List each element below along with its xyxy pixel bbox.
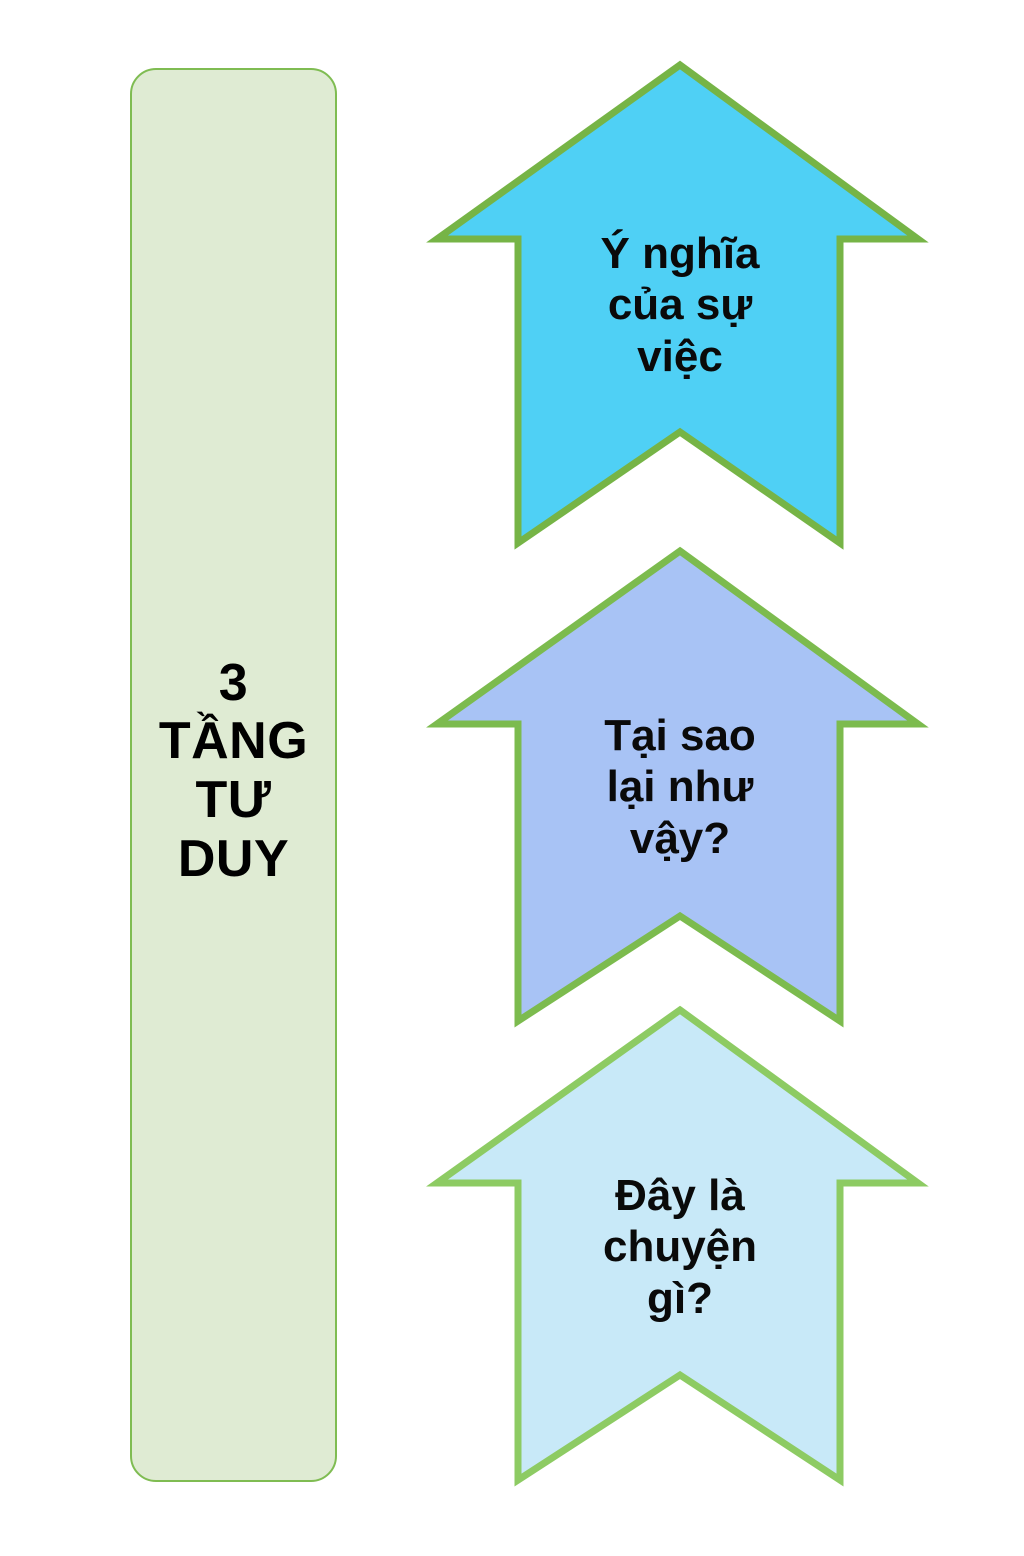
thinking-levels-title-text: 3 TẦNG TƯ DUY bbox=[158, 653, 309, 888]
arrow-label-top: Ý nghĩa của sự việc bbox=[500, 190, 860, 420]
arrow-label-bottom: Đây là chuyện gì? bbox=[500, 1132, 860, 1362]
arrow-label-middle: Tại sao lại như vậy? bbox=[500, 672, 860, 902]
arrow-label-middle-text: Tại sao lại như vậy? bbox=[604, 711, 756, 863]
thinking-levels-title-panel: 3 TẦNG TƯ DUY bbox=[130, 68, 337, 1482]
arrow-label-bottom-text: Đây là chuyện gì? bbox=[602, 1171, 758, 1323]
arrow-label-top-text: Ý nghĩa của sự việc bbox=[600, 229, 760, 381]
